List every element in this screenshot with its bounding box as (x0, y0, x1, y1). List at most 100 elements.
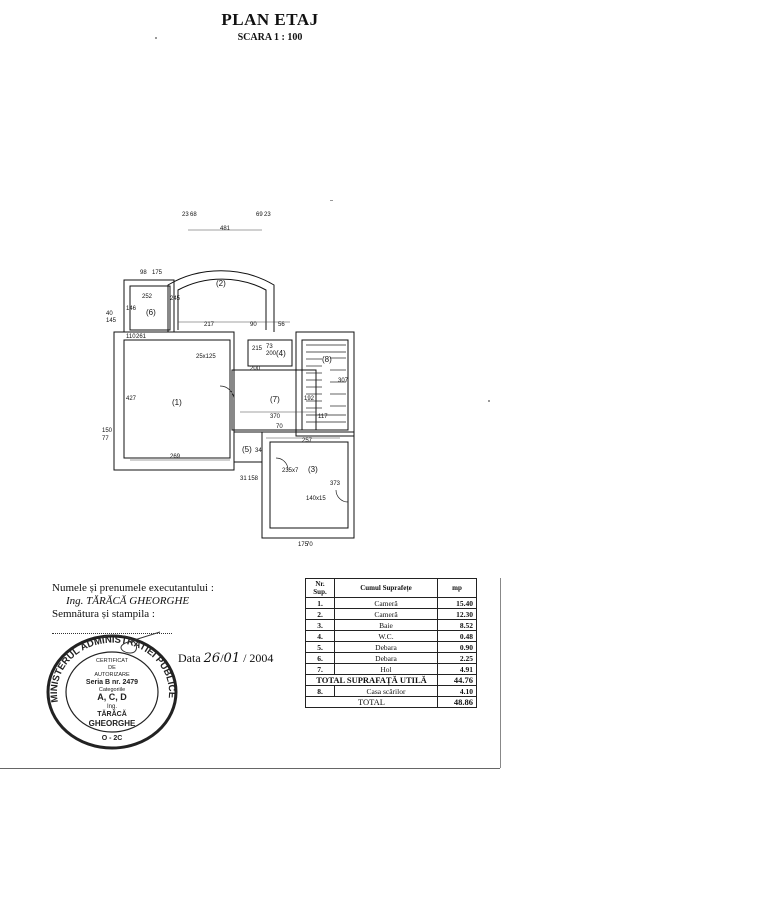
dim-r6-b: 175 (152, 270, 163, 276)
stamp-l10: O - 2C (102, 735, 123, 742)
room-label-4: (4) (276, 349, 286, 358)
dim-r5-b: 158 (248, 476, 259, 482)
dim-arc-left: 245 (170, 296, 181, 302)
stamp-l7: Ing. (107, 704, 117, 710)
room-label-5: (5) (242, 445, 252, 454)
header-name: Cumul Suprafețe (334, 578, 438, 598)
wall-room-3 (261, 431, 355, 539)
wall-room-8 (295, 331, 355, 437)
dim-r2-br: 56 (278, 322, 285, 328)
dim-left-c: 150 (102, 428, 113, 434)
dim-r4-a: 73 (266, 344, 273, 350)
dim-window-r3b: 140x15 (306, 496, 326, 502)
dim-r1-ua: 110 (126, 334, 136, 340)
dim-left-a: 40 (106, 311, 113, 317)
dim-window-r1: 25x125 (196, 354, 216, 360)
dim-bottom-a: 175 (298, 542, 309, 548)
executant-name-label: Numele și prenumele executantului : (52, 582, 214, 594)
page-scale: SCARA 1 : 100 (237, 32, 303, 43)
wall-room-5 (233, 431, 263, 463)
wall-room-6-inner (129, 285, 171, 331)
dim-left-b: 145 (106, 318, 117, 324)
stamp-l4: Seria B nr. 2479 (86, 679, 138, 686)
dim-arc-a: 23 (182, 212, 189, 218)
stamp-l9: GHEORGHE (89, 719, 136, 728)
signature-line (52, 633, 172, 634)
room-label-2: (2) (216, 279, 226, 288)
stamp-l1: CERTIFICAT (96, 658, 129, 664)
dim-r4-side: 215 (252, 346, 263, 352)
date-day: 26 (203, 651, 221, 666)
wall-room-3-inner (269, 441, 349, 529)
dim-r4-b: 200 (266, 351, 277, 357)
wall-room-1 (113, 331, 235, 471)
floor-plan: (1) (2) (3) (4) (5) (6) (7) (8) 481 245 … (102, 212, 355, 548)
wall-room-4 (247, 339, 293, 367)
dim-r6-top: 252 (142, 294, 153, 300)
dim-arc-d: 23 (264, 212, 271, 218)
dim-r2-bl: 217 (204, 322, 215, 328)
scan-edge-vertical (500, 578, 501, 768)
dim-r6-a: 98 (140, 270, 147, 276)
scan-speck (330, 200, 333, 201)
dim-window-r3: 235x7 (282, 468, 299, 474)
stamp-l5: Categoriile (99, 687, 125, 693)
dim-arc-b: 68 (190, 212, 197, 218)
dim-r7-bottom: 370 (270, 414, 281, 420)
dim-r8-h: 307 (338, 378, 349, 384)
scan-speck (488, 400, 490, 402)
date-label: Data (178, 651, 201, 665)
room-label-7: (7) (270, 395, 280, 404)
dim-r3-top: 257 (302, 438, 313, 444)
wall-room-2-outer (167, 270, 275, 332)
date-month: 01 (223, 651, 241, 666)
stamp-l2: DE (108, 665, 116, 671)
dim-r2-bm: 90 (250, 322, 257, 328)
dim-r7-h: 192 (304, 396, 315, 402)
dim-arc-c: 69 (256, 212, 263, 218)
room-label-3: (3) (308, 465, 318, 474)
executant-engineer: Ing. TĂRĂCĂ GHEORGHE (66, 595, 190, 607)
dim-r5-h: 34 (255, 448, 262, 454)
dim-r6-side: 146 (126, 306, 137, 312)
executant-block: Numele și prenumele executantului : Ing.… (52, 582, 272, 621)
stamp-l3: AUTORIZARE (94, 672, 130, 678)
signature-label: Semnătura și stampila : (52, 608, 155, 620)
wall-room-8-inner (301, 339, 349, 431)
dim-arc-top: 481 (220, 226, 231, 232)
date-year: / 2004 (243, 651, 274, 665)
dim-door-r7: 70 (276, 424, 283, 430)
room-label-8: (8) (322, 355, 332, 364)
wall-room-1-inner (123, 339, 231, 459)
dim-r1-bottom: 269 (170, 454, 181, 460)
scan-edge-horizontal (0, 768, 500, 769)
official-stamp: MINISTERUL ADMINISTRATIEI PUBLICE CERTIF… (46, 631, 178, 750)
wall-room-2-inner (177, 278, 267, 330)
dim-bottom-b: 70 (306, 542, 313, 548)
room-label-6: (6) (146, 308, 156, 317)
wall-room-7 (231, 369, 317, 431)
table-header: Nr. Sup. Cumul Suprafețe mp (305, 578, 477, 598)
dim-left-d: 77 (102, 436, 109, 442)
table-row: 4.W.C.0.48 (305, 630, 477, 642)
dim-r1-ub: 261 (136, 334, 147, 340)
dim-r7-side: 200 (250, 366, 261, 372)
scan-speck (155, 37, 157, 39)
header-unit: mp (437, 578, 477, 598)
room-label-1: (1) (172, 398, 182, 407)
stamp-l6: A, C, D (97, 692, 127, 702)
dim-r5-a: 31 (240, 476, 247, 482)
date-field: Data 26/01 / 2004 (178, 651, 274, 666)
stamp-l8: TĂRĂCĂ (97, 709, 127, 718)
dim-r1-h: 427 (126, 396, 137, 402)
table-row-total: TOTAL 48.86 (305, 696, 477, 708)
dim-r3-side: 373 (330, 481, 341, 487)
